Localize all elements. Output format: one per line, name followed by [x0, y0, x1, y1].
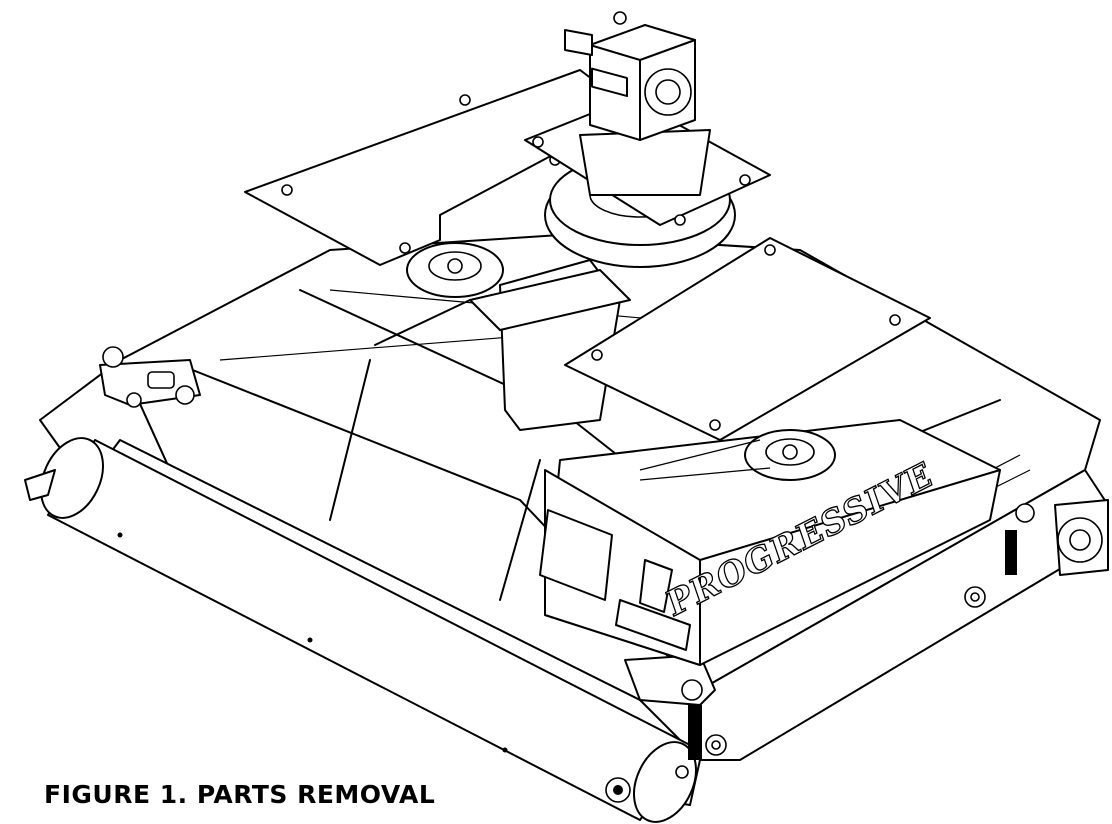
center-frame — [329, 242, 631, 601]
left-height-bracket — [24, 346, 201, 501]
pulley-housing — [539, 419, 1001, 666]
figure-caption: FIGURE 1. PARTS REMOVAL — [44, 780, 436, 809]
gearbox — [564, 11, 711, 196]
front-height-bracket — [624, 654, 727, 779]
right-bearing — [964, 499, 1109, 608]
right-cover-plate — [564, 237, 931, 441]
front-roller — [40, 437, 697, 823]
